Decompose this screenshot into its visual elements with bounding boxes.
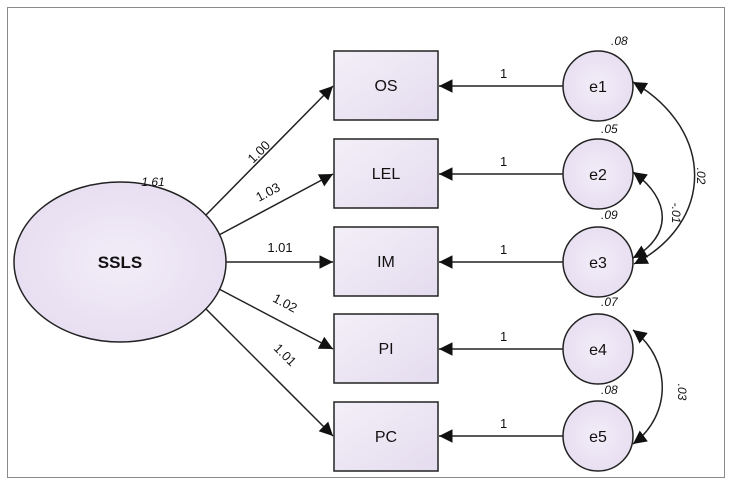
error-path-label-e5: 1: [500, 416, 507, 431]
loading-arrow-pi: [218, 288, 334, 350]
error-label-e5: e5: [589, 429, 607, 446]
error-path-label-e2: 1: [500, 154, 507, 169]
observed-label-pc: PC: [375, 429, 397, 446]
error-path-label-e1: 1: [500, 66, 507, 81]
loading-label-pi: 1.02: [270, 290, 299, 315]
covariance-label-e1-e3: .02: [694, 168, 708, 185]
error-variance-e3: .09: [601, 208, 618, 222]
loading-arrow-os: [205, 85, 334, 216]
error-path-label-e3: 1: [500, 242, 507, 257]
observed-box-im: [333, 226, 439, 297]
latent-label: SSLS: [98, 253, 142, 272]
observed-label-im: IM: [377, 254, 395, 271]
loading-label-pc: 1.01: [271, 341, 300, 370]
covariance-arrow-e1-e3: [632, 81, 696, 265]
loading-label-os: 1.00: [245, 138, 274, 167]
observed-box-pi: [333, 313, 439, 384]
error-path-label-e4: 1: [500, 329, 507, 344]
latent-variance: 1.61: [141, 175, 164, 189]
loading-label-lel: 1.03: [253, 179, 282, 204]
observed-box-os: [333, 50, 439, 121]
observed-label-lel: LEL: [372, 166, 401, 183]
observed-label-os: OS: [374, 78, 397, 95]
error-variance-e2: .05: [601, 122, 618, 136]
error-label-e1: e1: [589, 79, 607, 96]
error-variance-e1: .08: [611, 34, 628, 48]
loading-arrow-lel: [218, 173, 334, 236]
error-label-e3: e3: [589, 255, 607, 272]
loading-arrow-pc: [205, 308, 334, 437]
error-variance-e5: .08: [601, 383, 618, 397]
error-variance-e4: .07: [601, 295, 619, 309]
loading-label-im: 1.01: [267, 240, 292, 255]
error-label-e2: e2: [589, 167, 607, 184]
covariance-label-e2-e3: -.01: [669, 203, 683, 224]
observed-box-pc: [333, 401, 439, 472]
covariance-arrow-e2-e3: [632, 171, 663, 259]
observed-box-lel: [333, 138, 439, 209]
covariance-label-e4-e5: .03: [675, 384, 689, 401]
observed-label-pi: PI: [378, 341, 393, 358]
covariance-arrow-e4-e5: [632, 329, 663, 445]
error-label-e4: e4: [589, 342, 607, 359]
